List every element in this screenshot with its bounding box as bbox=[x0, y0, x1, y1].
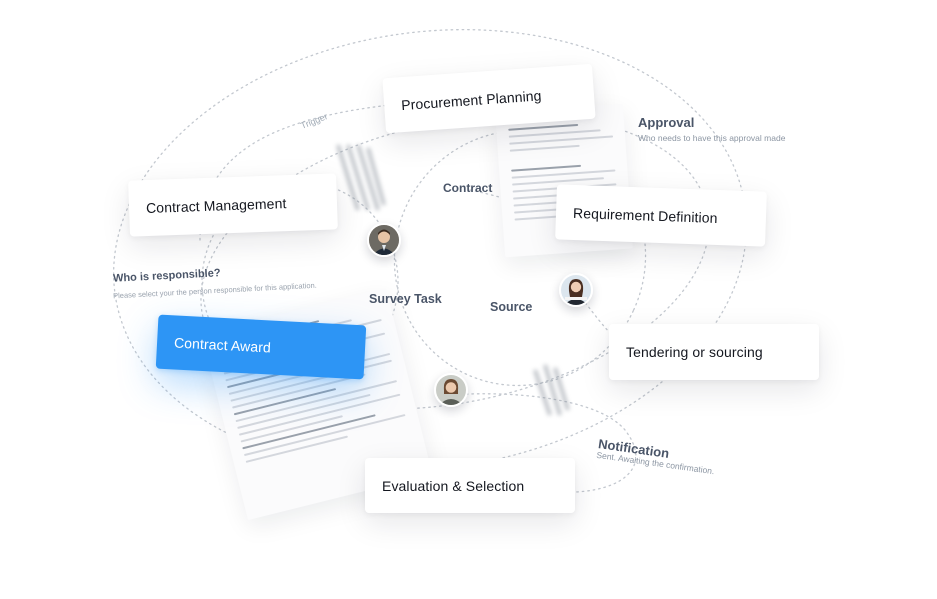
requirement-definition-card[interactable]: Requirement Definition bbox=[555, 184, 767, 247]
source-label: Source bbox=[490, 300, 533, 314]
blurred-shape-top bbox=[336, 144, 386, 211]
blurred-shape-bottom bbox=[533, 364, 570, 416]
evaluation-selection-card[interactable]: Evaluation & Selection bbox=[365, 458, 575, 513]
contract-management-label: Contract Management bbox=[145, 195, 287, 217]
survey-task-label: Survey Task bbox=[369, 292, 442, 306]
contract-award-label: Contract Award bbox=[173, 334, 272, 356]
tendering-sourcing-card[interactable]: Tendering or sourcing bbox=[609, 324, 819, 380]
woman-avatar-2[interactable] bbox=[434, 373, 468, 407]
contract-management-card[interactable]: Contract Management bbox=[128, 173, 338, 237]
requirement-definition-label: Requirement Definition bbox=[572, 204, 718, 226]
procurement-planning-label: Procurement Planning bbox=[400, 86, 542, 113]
tendering-sourcing-label: Tendering or sourcing bbox=[626, 344, 763, 360]
evaluation-selection-label: Evaluation & Selection bbox=[382, 477, 525, 494]
approval-title: Approval bbox=[638, 115, 695, 130]
man-avatar[interactable] bbox=[367, 223, 401, 257]
woman-avatar-1[interactable] bbox=[559, 273, 593, 307]
notification-curve bbox=[449, 393, 637, 493]
contract-award-card[interactable]: Contract Award bbox=[155, 314, 367, 380]
contract-label: Contract bbox=[443, 181, 493, 195]
approval-subtitle: Who needs to have this approval made bbox=[638, 133, 786, 143]
